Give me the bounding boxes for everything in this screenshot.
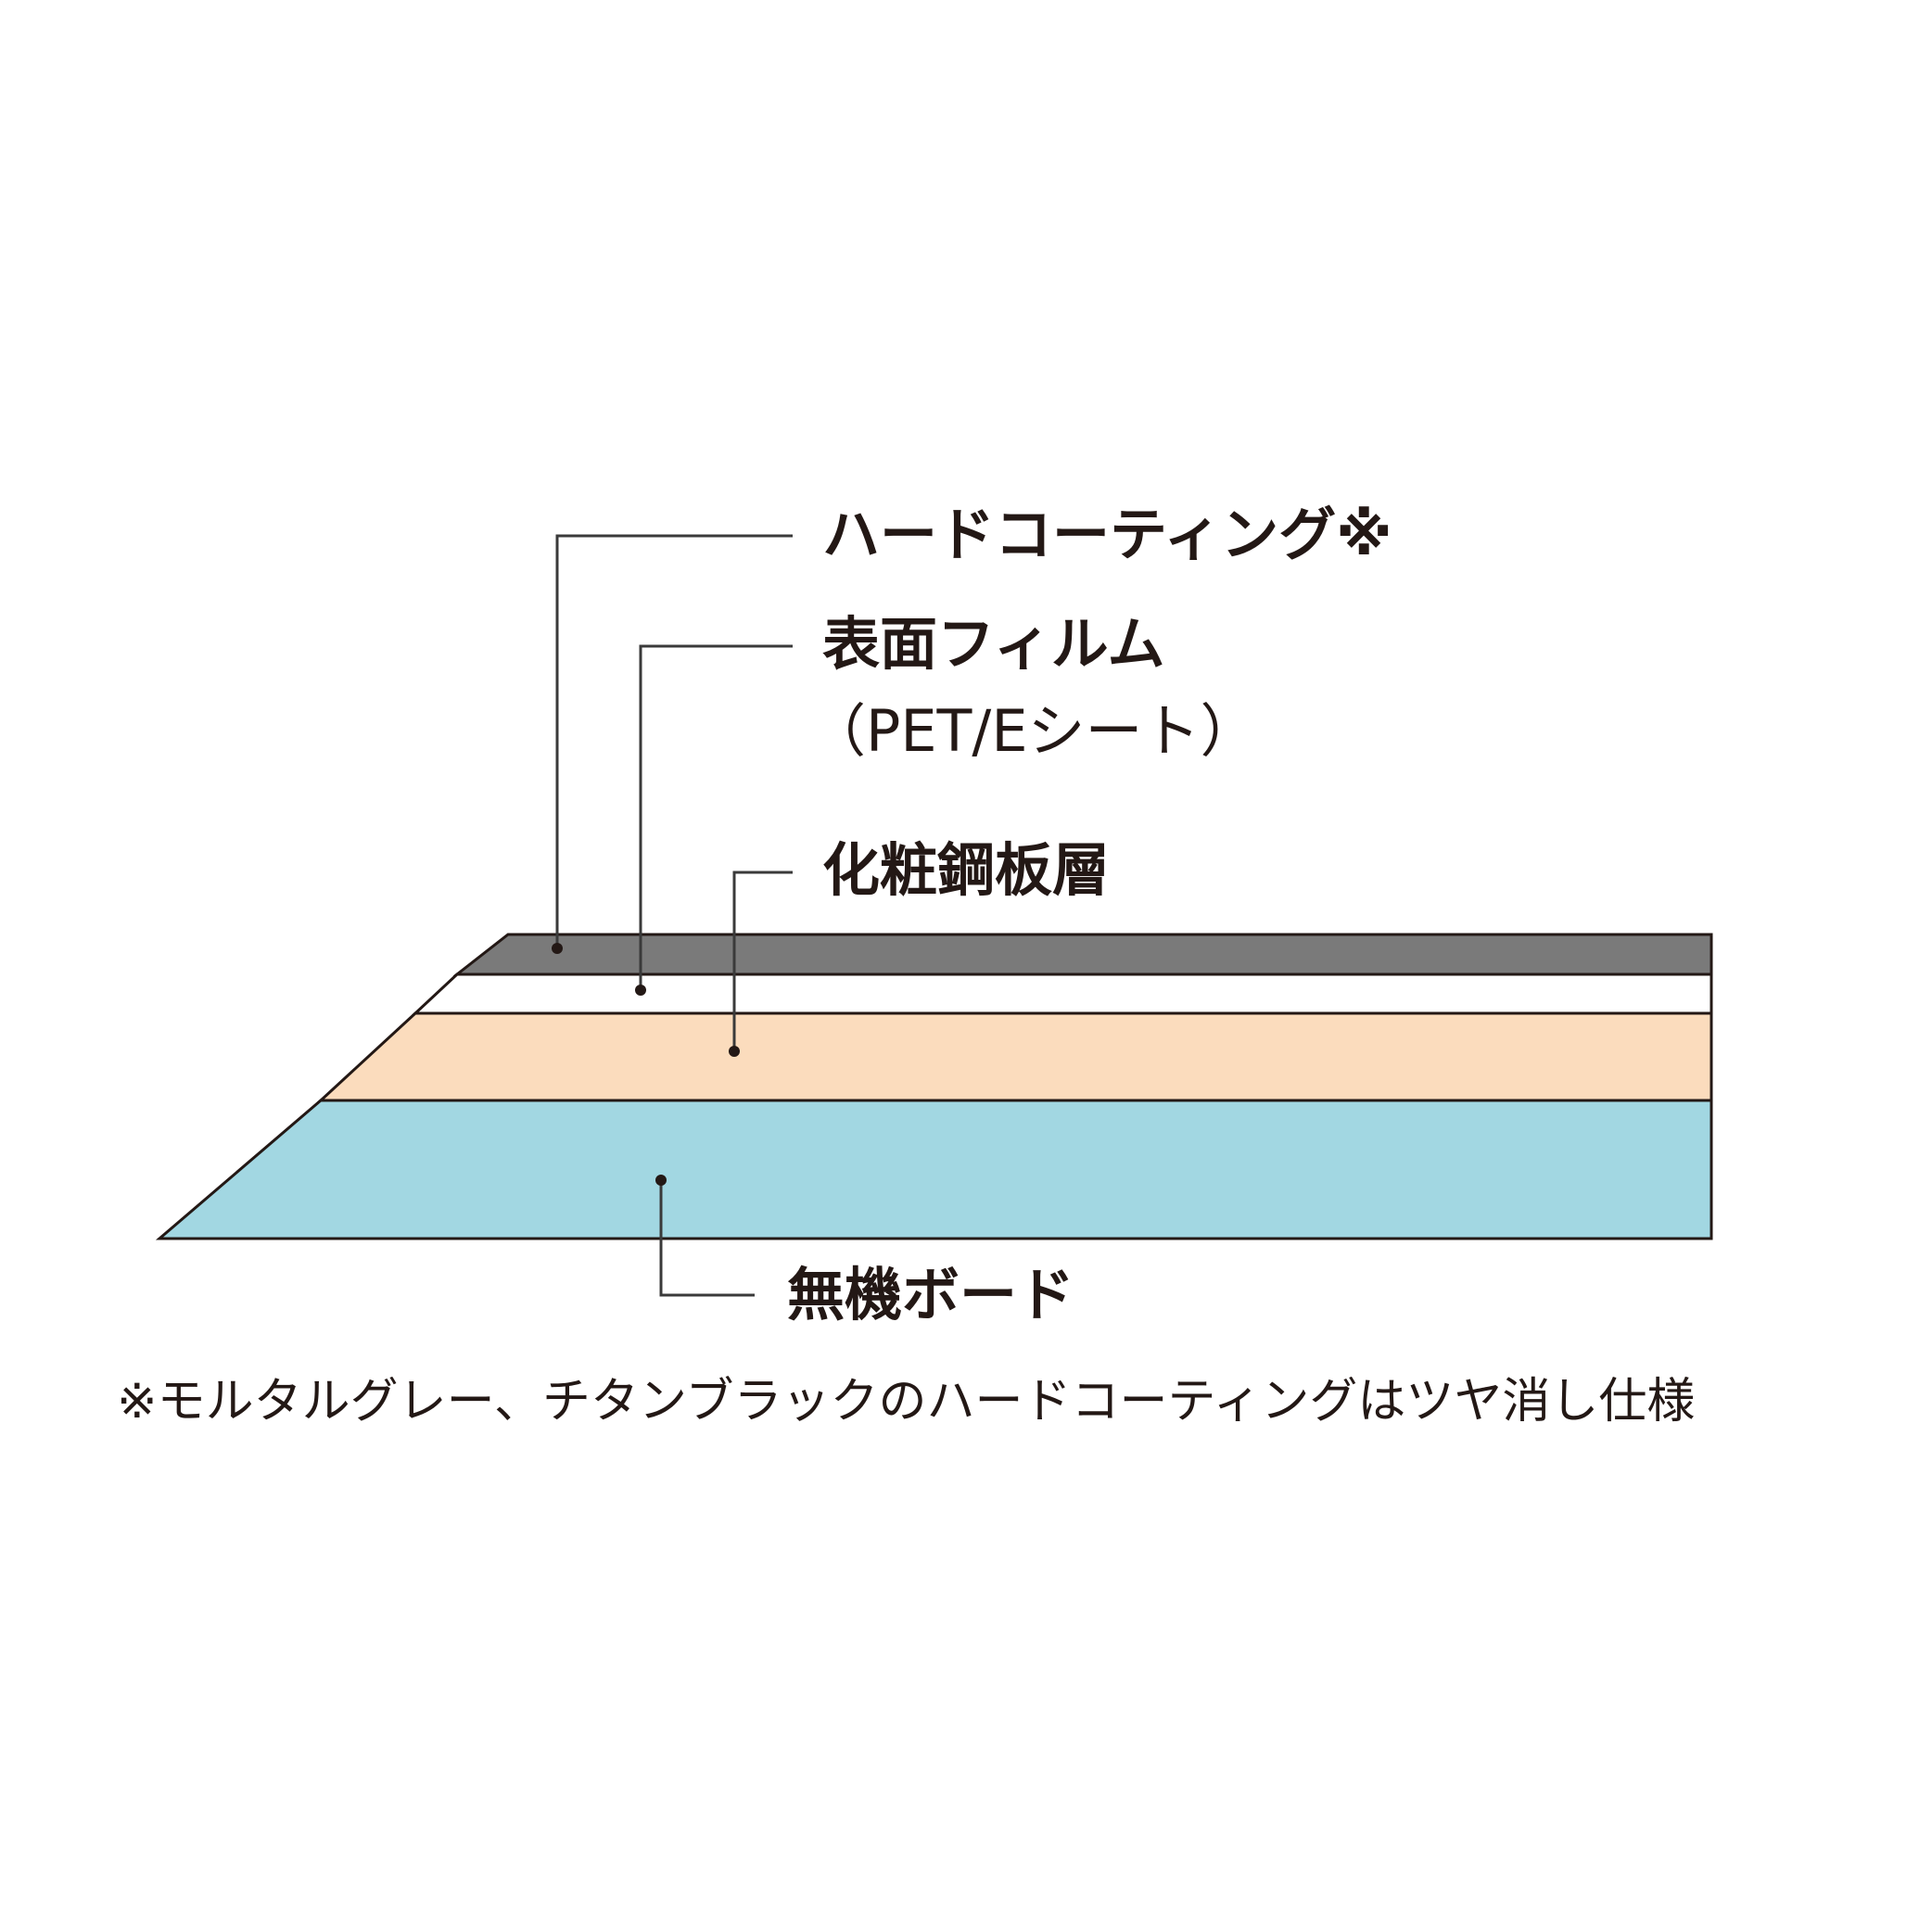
surface-film-dot (635, 985, 646, 996)
surface-film-sublabel: （PET/Eシート） (808, 697, 1258, 765)
surface-film-leader (639, 644, 793, 990)
hard-coating-layer (452, 933, 1713, 976)
decorative-steel-leader (732, 871, 793, 1051)
inorganic-board-leader (659, 1180, 755, 1297)
hard-coating-label: ハードコーティング※ (822, 501, 1392, 568)
inorganic-board-dot (655, 1175, 667, 1186)
hard-coating-leader (555, 534, 793, 948)
decorative-steel-dot (729, 1046, 740, 1057)
surface-film-label: 表面フィルム (822, 610, 1165, 678)
footnote: ※モルタルグレー、チタンブラックのハードコーティングはツヤ消し仕様 (117, 1374, 1696, 1430)
inorganic-board-layer (155, 1099, 1713, 1240)
hard-coating-dot (552, 943, 563, 954)
surface-film-layer (412, 972, 1713, 1015)
decorative-steel-layer (317, 1011, 1713, 1102)
inorganic-board-label: 無機ボード (787, 1261, 1075, 1328)
decorative-steel-label: 化粧鋼板層 (822, 836, 1111, 904)
